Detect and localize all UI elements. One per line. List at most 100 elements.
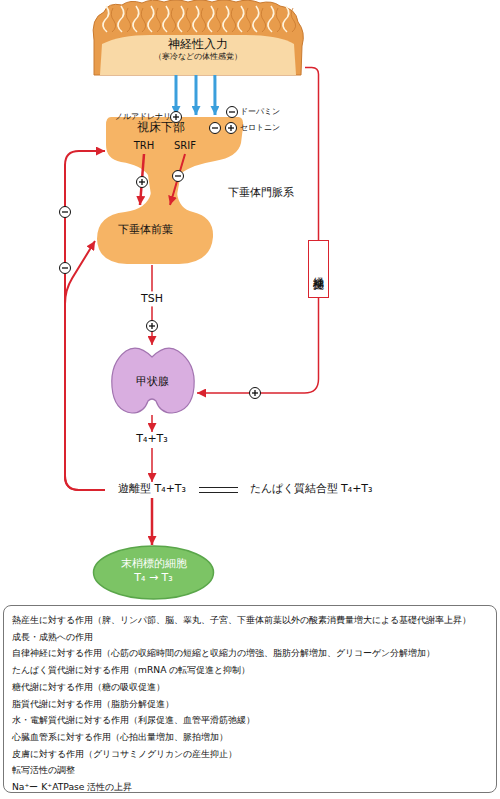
symbol-bar xyxy=(62,267,68,268)
symbol-bar xyxy=(254,390,255,396)
thyroid-node: 甲状腺 xyxy=(108,345,197,415)
inhibition-symbol xyxy=(227,107,238,118)
symbol-circle xyxy=(171,112,182,123)
brain-fold-shade xyxy=(141,8,145,32)
node-text: たんぱく質結合型 T₄+T₃ xyxy=(250,482,373,496)
node-text: 下垂体前葉 xyxy=(118,223,173,237)
symbol-circle xyxy=(250,388,261,399)
stimulation-symbol xyxy=(250,388,261,399)
node-text: 熱産生に対する作用（脾、リンパ節、脳、睾丸、子宮、下垂体前葉以外の酸素消費量増大… xyxy=(12,612,471,629)
connector-arrow xyxy=(170,154,185,205)
hormone-node: 遊離型 T₄+T₃ xyxy=(105,482,199,498)
node-text: 糖代謝に対する作用（糖の吸収促進） xyxy=(12,679,165,696)
node-text: Na⁺ー K⁺ATPase 活性の上昇 xyxy=(12,779,132,796)
brain-fold xyxy=(238,6,244,32)
stimulation-symbol xyxy=(226,123,237,134)
node-text: 脂質代謝に対する作用（脂肪分解促進） xyxy=(12,696,174,713)
node-text: （寒冷などの体性感覚） xyxy=(154,52,242,61)
connector-arrow xyxy=(195,75,198,115)
connector-arrow xyxy=(175,75,178,115)
node-text: 皮膚に対する作用（グリコサミノグリカンの産生抑止） xyxy=(12,746,237,763)
brain-fold xyxy=(253,6,259,32)
symbol-circle xyxy=(147,321,158,332)
node-text: T₄ → T₃ xyxy=(134,571,172,585)
node-text: たんぱく質代謝に対する作用（mRNA の転写促進と抑制） xyxy=(12,662,250,679)
hypothalamus-node: 視床下部TRHSRIF xyxy=(105,115,245,195)
connector-arrow xyxy=(151,448,153,482)
symbol-circle xyxy=(173,171,184,182)
cell-ellipse xyxy=(94,546,214,599)
connector-arrow xyxy=(213,75,216,115)
symbol-bar xyxy=(212,127,218,128)
node-text: 末梢標的細胞 xyxy=(121,557,187,571)
node-text: 水・電解質代謝に対する作用（利尿促進、血管平滑筋弛緩） xyxy=(12,712,255,729)
neurotransmitter-label: ノルアドレナリン xyxy=(115,112,179,121)
target-cell-node: 末梢標的細胞T₄ → T₃ xyxy=(92,545,215,600)
symbol-bar xyxy=(62,211,68,212)
brain-fold xyxy=(118,6,124,32)
brain-fold-shade xyxy=(261,8,265,32)
brain-fold xyxy=(178,6,184,32)
brain-fold-shade xyxy=(156,8,160,32)
symbol-bar xyxy=(151,323,152,329)
brain-fold xyxy=(193,6,199,32)
brain-cortex xyxy=(93,0,303,75)
hormone-node: たんぱく質結合型 T₄+T₃ xyxy=(238,482,384,498)
equilibrium-line xyxy=(199,487,238,488)
node-text: 心臓血管系に対する作用（心拍出量増加、脈拍増加） xyxy=(12,729,228,746)
hormone-node: T₄+T₃ xyxy=(125,432,179,448)
inhibition-symbol xyxy=(60,207,71,218)
node-text: 遊離型 T₄+T₃ xyxy=(118,482,186,496)
node-text: SRIF xyxy=(174,140,196,153)
symbol-bar xyxy=(229,111,235,112)
brain-node: 神経性入力（寒冷などの体性感覚） xyxy=(90,0,305,75)
stimulation-symbol xyxy=(147,321,158,332)
symbol-circle xyxy=(60,263,71,274)
inhibition-symbol xyxy=(210,123,221,134)
connector-arrow xyxy=(305,68,319,241)
symbol-bar xyxy=(175,175,181,176)
brain-fold-shade xyxy=(186,8,190,32)
node-text: 転写活性の調整 xyxy=(12,762,75,779)
node-text: TRH xyxy=(134,140,155,153)
brain-fold-shade xyxy=(201,8,205,32)
brain-fold xyxy=(223,6,229,32)
symbol-bar xyxy=(175,114,176,120)
inhibition-symbol xyxy=(60,263,71,274)
brain-fold-shade xyxy=(291,8,295,32)
connector-arrow xyxy=(65,241,105,490)
brain-fold-shade xyxy=(171,8,175,32)
stimulation-symbol xyxy=(137,177,148,188)
stimulation-symbol xyxy=(171,112,182,123)
effects-box: 熱産生に対する作用（脾、リンパ節、脳、睾丸、子宮、下垂体前葉以外の酸素消費量増大… xyxy=(3,605,497,793)
symbol-bar xyxy=(141,179,142,185)
brain-fold-shade xyxy=(276,8,280,32)
brain-fold xyxy=(268,6,274,32)
symbol-bar xyxy=(230,125,231,131)
brain-fold-shade xyxy=(126,8,130,32)
hormone-node: SRIF xyxy=(170,140,200,154)
symbol-circle xyxy=(137,177,148,188)
pituitary-shape xyxy=(97,193,213,264)
connector-arrow xyxy=(151,415,153,432)
equilibrium-connector xyxy=(199,488,238,493)
pituitary-node: 下垂体前葉 xyxy=(95,205,215,265)
connector-arrow xyxy=(197,298,319,393)
symbol-circle xyxy=(226,123,237,134)
edge-label: TSH xyxy=(141,291,163,306)
brain-fold xyxy=(283,6,289,32)
symbol-circle xyxy=(60,207,71,218)
node-text: 甲状腺 xyxy=(136,375,169,389)
brain-fold xyxy=(103,6,109,32)
node-text: 成長・成熟への作用 xyxy=(12,629,93,646)
node-text: T₄+T₃ xyxy=(136,432,167,446)
brain-fold xyxy=(163,6,169,32)
hormone-node: TRH xyxy=(130,140,158,154)
connector-arrow xyxy=(151,498,154,545)
nerve-box: 交感神経 xyxy=(308,240,329,298)
symbol-circle xyxy=(210,123,221,134)
brain-fold-shade xyxy=(111,8,115,32)
